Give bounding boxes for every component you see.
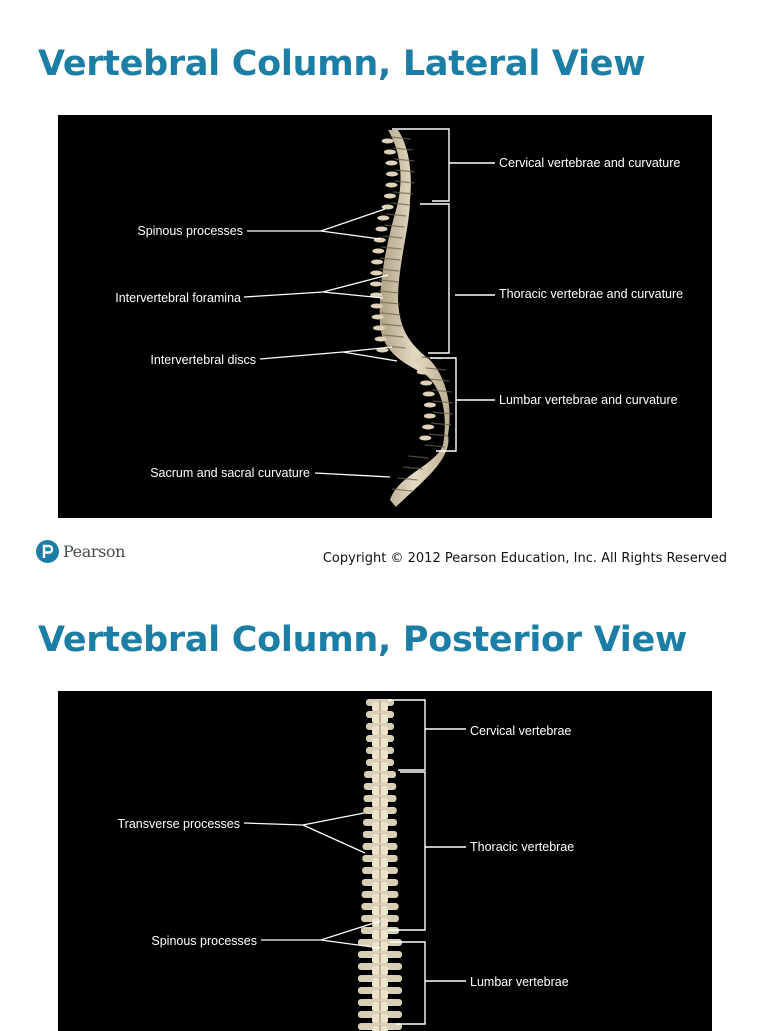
label-transverse-processes: Transverse processes [117, 817, 241, 831]
label-intervertebral-discs: Intervertebral discs [150, 353, 256, 367]
label-intervertebral-foramina: Intervertebral foramina [115, 291, 241, 305]
slide-title-posterior: Vertebral Column, Posterior View [38, 620, 687, 660]
label-thoracic-vertebrae: Thoracic vertebrae [470, 840, 575, 854]
label-lumbar-vertebrae-curvature: Lumbar vertebrae and curvature [499, 393, 678, 407]
lateral-spine-illustration [243, 128, 495, 507]
label-lumbar-vertebrae: Lumbar vertebrae [470, 975, 569, 989]
pearson-logo: Pearson [36, 540, 125, 563]
posterior-leaders [243, 812, 381, 949]
label-spinous-processes: Spinous processes [137, 224, 243, 238]
posterior-brackets [388, 699, 466, 1025]
label-cervical-vertebrae-curvature: Cervical vertebrae and curvature [499, 156, 681, 170]
label-cervical-vertebrae: Cervical vertebrae [470, 724, 572, 738]
posterior-view-figure: Cervical vertebrae Thoracic vertebrae Lu… [58, 691, 712, 1031]
label-sacrum-sacral-curvature: Sacrum and sacral curvature [150, 466, 310, 480]
posterior-spine-illustration [243, 699, 466, 1031]
pearson-logo-text: Pearson [63, 542, 126, 561]
lateral-brackets [392, 128, 495, 452]
lateral-view-figure: Cervical vertebrae and curvature Thoraci… [58, 115, 712, 518]
copyright-notice: Copyright © 2012 Pearson Education, Inc.… [322, 551, 727, 566]
pearson-logo-icon [36, 540, 59, 563]
lateral-spine-shape [370, 130, 453, 507]
lateral-leaders [243, 208, 398, 478]
posterior-spine-shape [358, 699, 402, 1031]
label-thoracic-vertebrae-curvature: Thoracic vertebrae and curvature [499, 287, 684, 301]
label-spinous-processes-posterior: Spinous processes [151, 934, 257, 948]
slide-title-lateral: Vertebral Column, Lateral View [38, 44, 646, 84]
